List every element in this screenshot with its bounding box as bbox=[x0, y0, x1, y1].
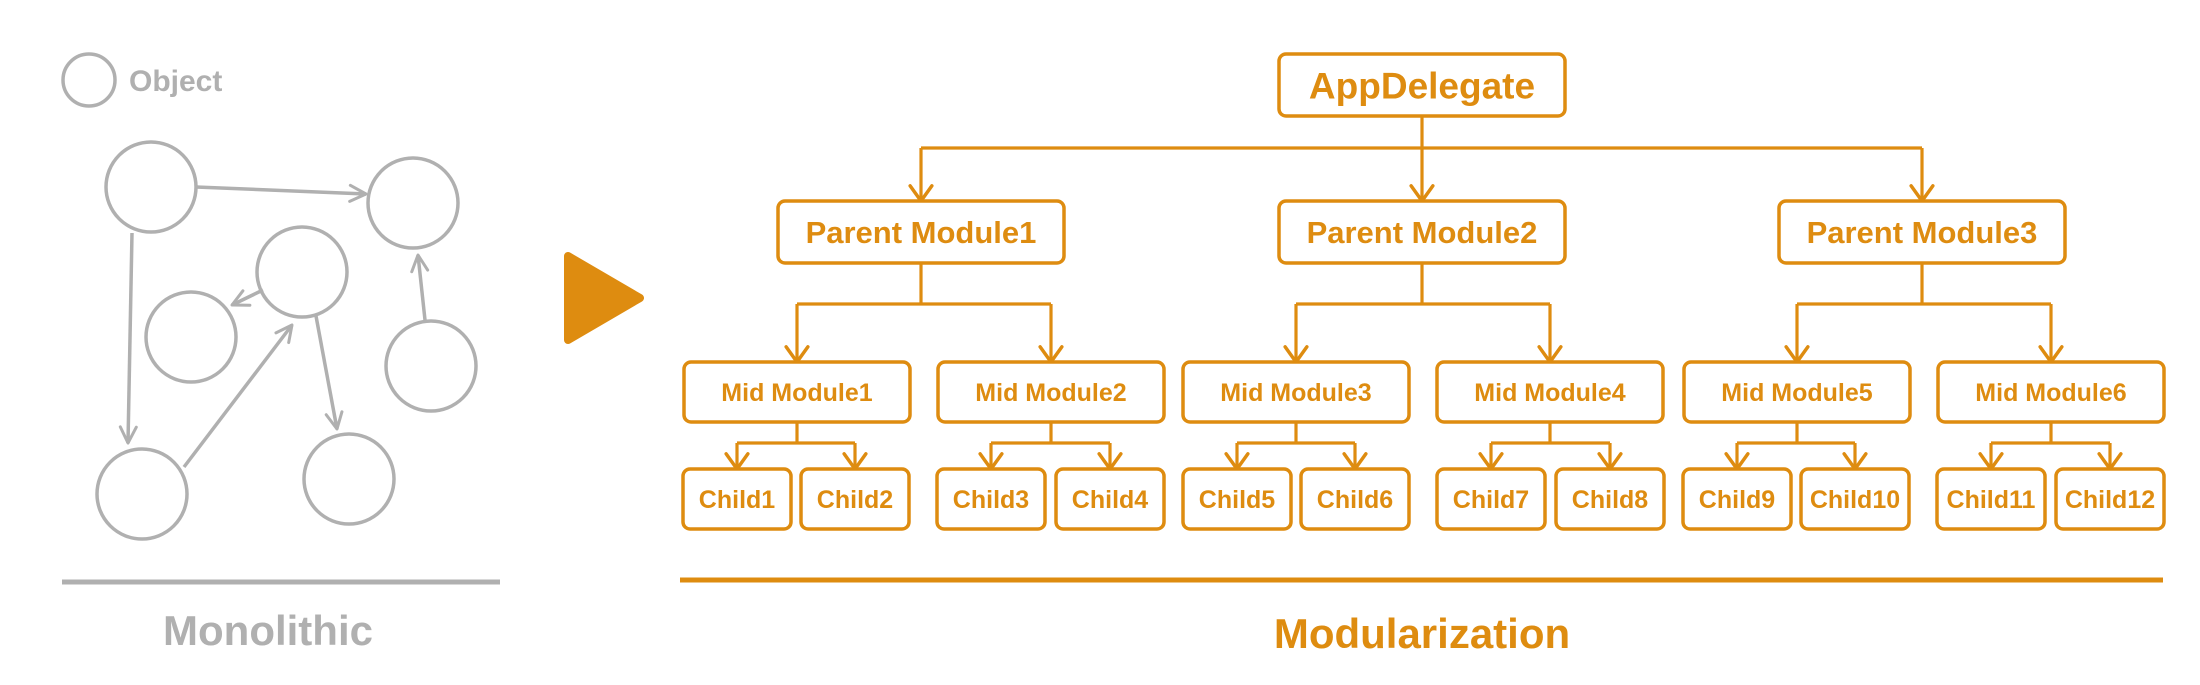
child-module-5: Child5 bbox=[1181, 467, 1293, 531]
child-module-1-label: Child1 bbox=[699, 486, 775, 514]
child-module-12-label: Child12 bbox=[2065, 486, 2155, 514]
parent-module-3-frame bbox=[1777, 199, 2067, 265]
child-module-1-frame bbox=[681, 467, 793, 531]
mid-module-2: Mid Module2 bbox=[936, 360, 1166, 424]
child-module-12: Child12 bbox=[2054, 467, 2166, 531]
object-node bbox=[366, 156, 460, 250]
legend-object-label: Object bbox=[129, 65, 222, 98]
mid-module-3-label: Mid Module3 bbox=[1220, 379, 1371, 407]
child-module-3: Child3 bbox=[935, 467, 1047, 531]
parent-module-2-label: Parent Module2 bbox=[1307, 215, 1538, 250]
mid-module-4: Mid Module4 bbox=[1435, 360, 1665, 424]
child-module-10-label: Child10 bbox=[1810, 486, 1900, 514]
child-module-3-label: Child3 bbox=[953, 486, 1029, 514]
play-triangle-icon bbox=[564, 252, 644, 344]
object-node bbox=[302, 432, 396, 526]
parent-module-1-label: Parent Module1 bbox=[806, 215, 1037, 250]
mid-module-6: Mid Module6 bbox=[1936, 360, 2166, 424]
mid-module-5-frame bbox=[1682, 360, 1912, 424]
monolithic-caption: Monolithic bbox=[163, 607, 373, 654]
object-link bbox=[118, 232, 138, 445]
object-link bbox=[195, 183, 368, 203]
child-module-2-frame bbox=[799, 467, 911, 531]
object-link bbox=[314, 315, 344, 431]
object-link bbox=[230, 288, 264, 307]
object-graph bbox=[95, 140, 478, 541]
child-module-5-frame bbox=[1181, 467, 1293, 531]
mid-module-4-frame bbox=[1435, 360, 1665, 424]
child-module-6-frame bbox=[1299, 467, 1411, 531]
mid-module-1-label: Mid Module1 bbox=[721, 379, 872, 407]
mid-module-3-frame bbox=[1181, 360, 1411, 424]
child-module-9-frame bbox=[1681, 467, 1793, 531]
parent-module-2-frame bbox=[1277, 199, 1567, 265]
modularization-caption: Modularization bbox=[1274, 610, 1570, 657]
object-link bbox=[182, 323, 294, 469]
child-module-9-label: Child9 bbox=[1699, 486, 1775, 514]
child-module-8: Child8 bbox=[1554, 467, 1666, 531]
child-module-8-label: Child8 bbox=[1572, 486, 1648, 514]
child-module-5-label: Child5 bbox=[1199, 486, 1275, 514]
mid-module-5: Mid Module5 bbox=[1682, 360, 1912, 424]
mid-module-4-label: Mid Module4 bbox=[1474, 379, 1625, 407]
parent-module-1-frame bbox=[776, 199, 1066, 265]
child-module-11: Child11 bbox=[1935, 467, 2047, 531]
child-module-7: Child7 bbox=[1435, 467, 1547, 531]
object-node bbox=[384, 319, 478, 413]
child-module-2: Child2 bbox=[799, 467, 911, 531]
root-module-appdelegate: AppDelegate bbox=[1277, 52, 1567, 118]
root-module-appdelegate-label: AppDelegate bbox=[1309, 65, 1535, 106]
child-module-7-label: Child7 bbox=[1453, 486, 1529, 514]
parent-module-2: Parent Module2 bbox=[1277, 199, 1567, 265]
child-module-9: Child9 bbox=[1681, 467, 1793, 531]
child-module-4: Child4 bbox=[1054, 467, 1166, 531]
object-link bbox=[410, 253, 430, 321]
object-node bbox=[95, 447, 189, 541]
mid-module-6-frame bbox=[1936, 360, 2166, 424]
parent-module-1: Parent Module1 bbox=[776, 199, 1066, 265]
child-module-10-frame bbox=[1799, 467, 1911, 531]
child-module-10: Child10 bbox=[1799, 467, 1911, 531]
child-module-1: Child1 bbox=[681, 467, 793, 531]
child-module-6: Child6 bbox=[1299, 467, 1411, 531]
mid-module-6-label: Mid Module6 bbox=[1975, 379, 2126, 407]
monolithic-section: Object Monolithic bbox=[61, 52, 500, 654]
legend-object-icon bbox=[61, 52, 117, 108]
object-node bbox=[255, 225, 349, 319]
object-node bbox=[104, 140, 198, 234]
child-module-4-label: Child4 bbox=[1072, 486, 1148, 514]
parent-module-3-label: Parent Module3 bbox=[1807, 215, 2038, 250]
mid-module-1-frame bbox=[682, 360, 912, 424]
mid-module-1: Mid Module1 bbox=[682, 360, 912, 424]
mid-module-5-label: Mid Module5 bbox=[1721, 379, 1872, 407]
child-module-8-frame bbox=[1554, 467, 1666, 531]
mid-module-2-label: Mid Module2 bbox=[975, 379, 1126, 407]
child-module-11-frame bbox=[1935, 467, 2047, 531]
mid-module-3: Mid Module3 bbox=[1181, 360, 1411, 424]
mid-module-2-frame bbox=[936, 360, 1166, 424]
child-module-11-label: Child11 bbox=[1947, 486, 2036, 514]
child-module-4-frame bbox=[1054, 467, 1166, 531]
child-module-7-frame bbox=[1435, 467, 1547, 531]
parent-module-3: Parent Module3 bbox=[1777, 199, 2067, 265]
root-module-appdelegate-frame bbox=[1277, 52, 1567, 118]
child-module-6-label: Child6 bbox=[1317, 486, 1393, 514]
object-node bbox=[144, 290, 238, 384]
child-module-3-frame bbox=[935, 467, 1047, 531]
child-module-12-frame bbox=[2054, 467, 2166, 531]
child-module-2-label: Child2 bbox=[817, 486, 893, 514]
connectors bbox=[724, 116, 2123, 471]
